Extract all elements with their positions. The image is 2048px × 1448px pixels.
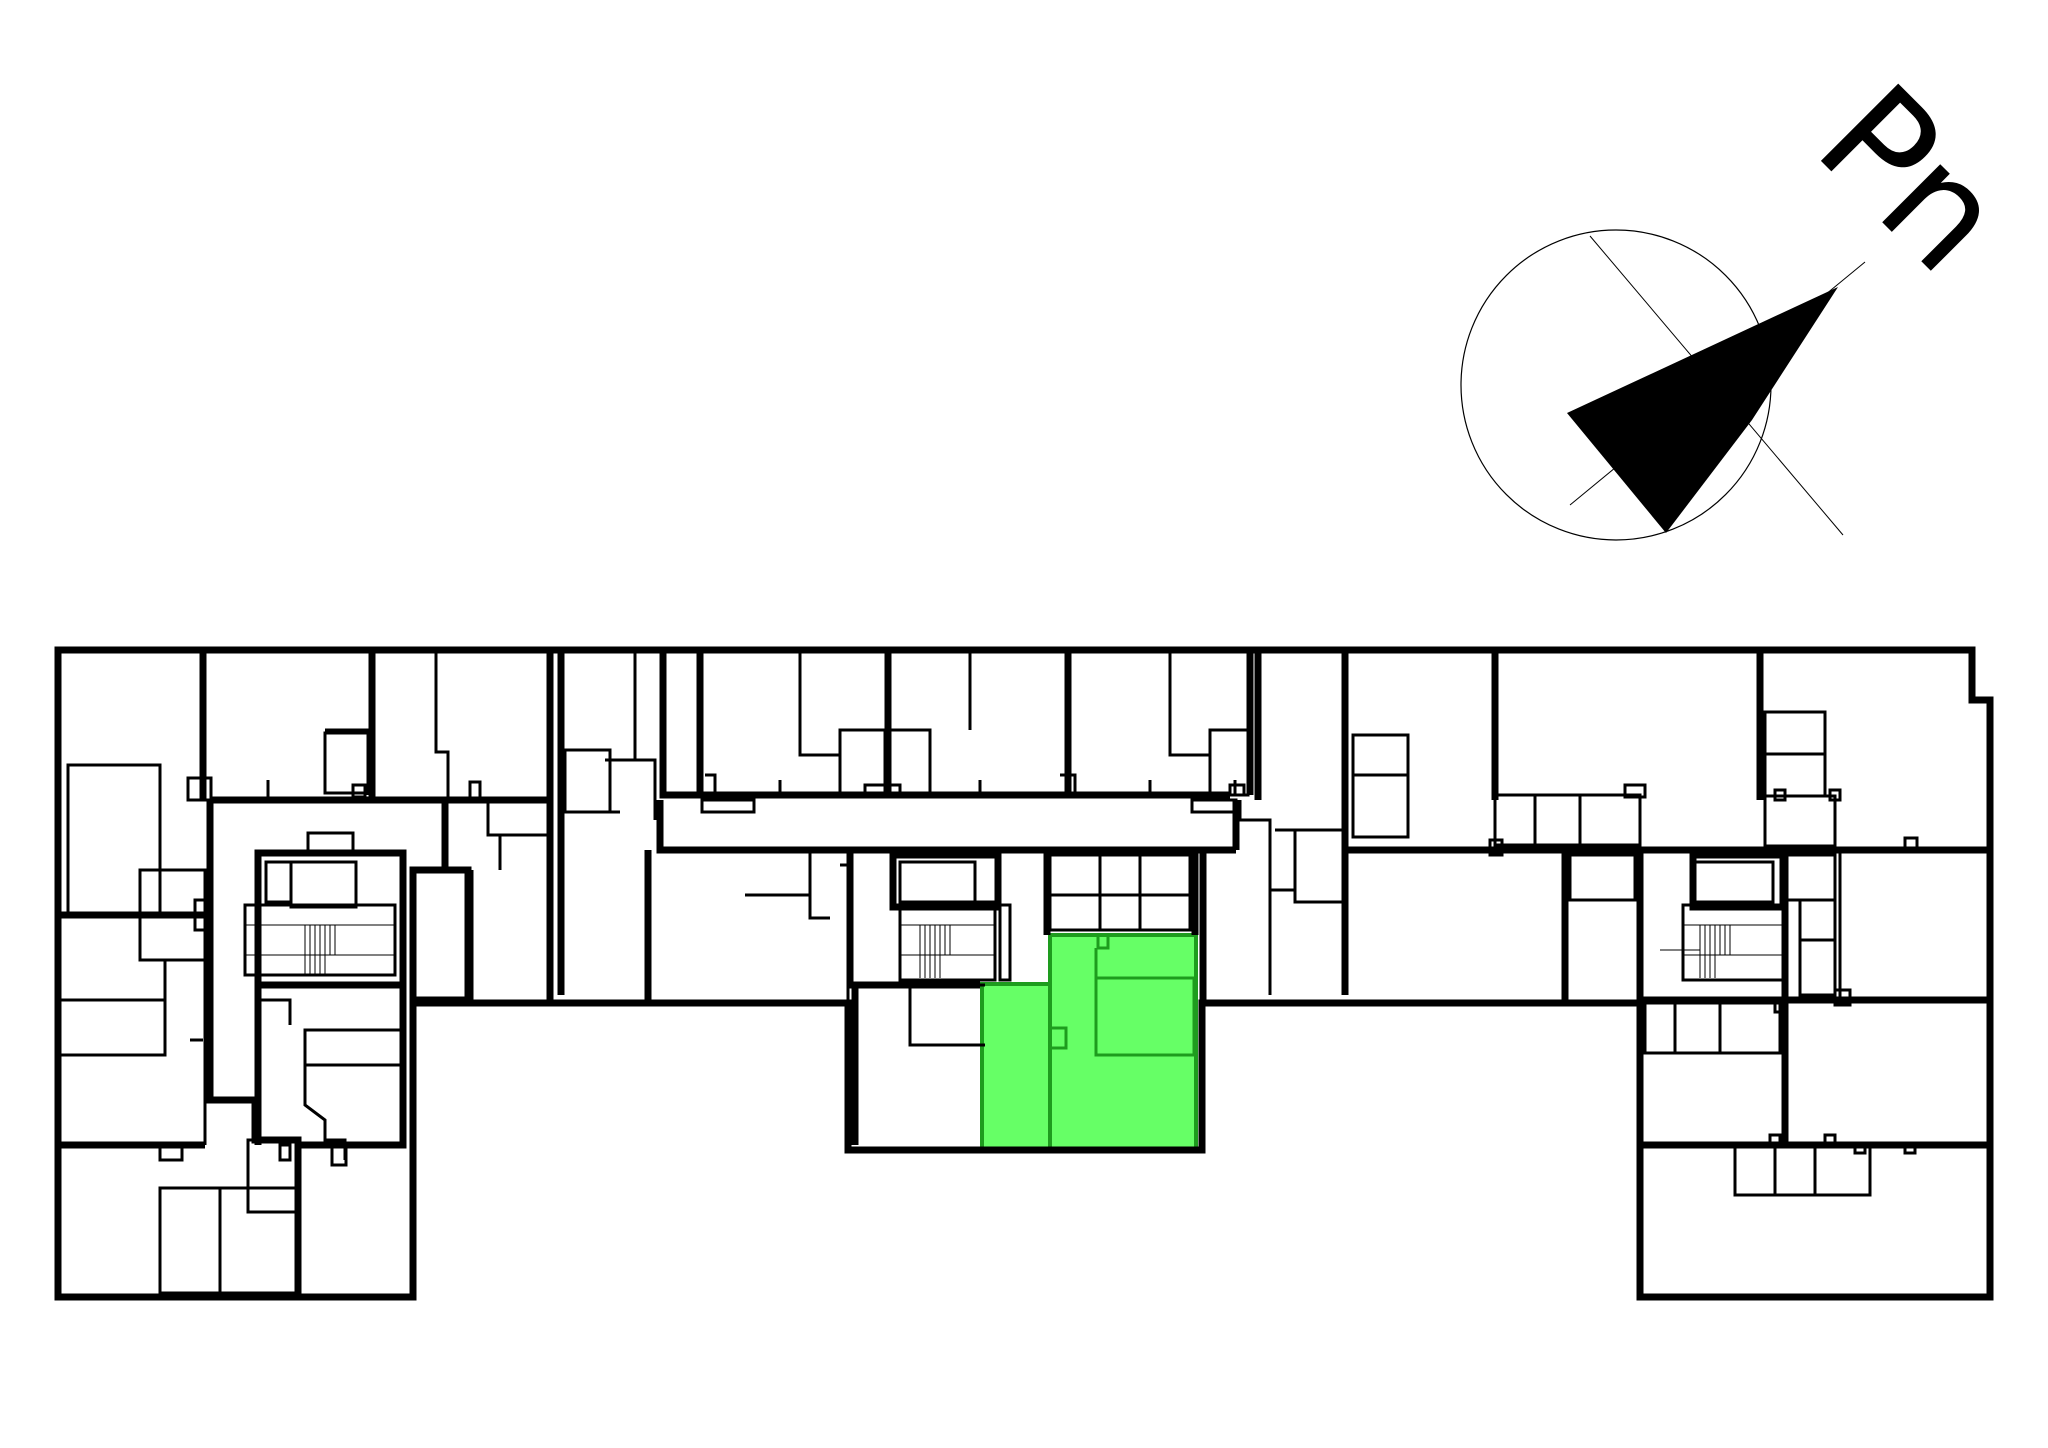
highlighted-apartment[interactable] [980, 933, 1198, 1152]
left-wing [60, 650, 554, 1297]
compass-label: Pn [1785, 53, 2037, 305]
right-wing [1345, 650, 1990, 1197]
center-wing [563, 650, 1345, 1145]
compass: Pn [1460, 53, 2037, 541]
north-arrow-icon [1567, 287, 1838, 533]
